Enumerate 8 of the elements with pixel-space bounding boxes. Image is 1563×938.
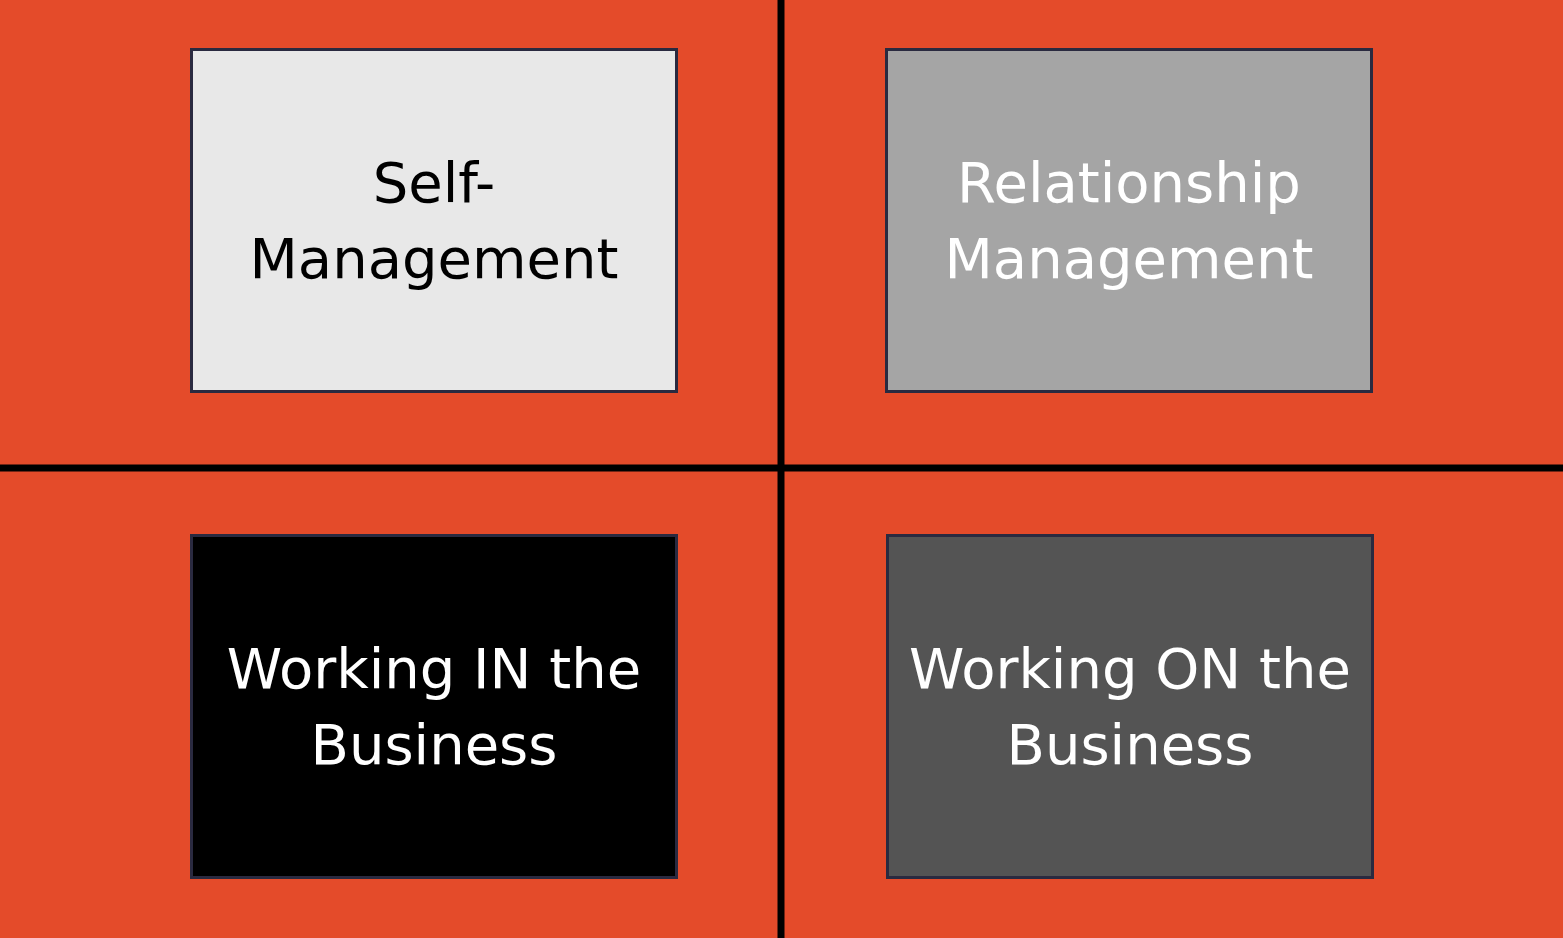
quadrant-label: Self-Management xyxy=(248,148,620,293)
quadrant-box xyxy=(190,534,678,879)
quadrant-box xyxy=(886,534,1374,879)
quadrant-label: Working ON the Business xyxy=(908,634,1352,779)
quadrant-box xyxy=(190,48,678,393)
quadrant-label: Working IN the Business xyxy=(225,634,643,779)
quadrant-box xyxy=(885,48,1373,393)
quadrant-label: Relationship Management xyxy=(943,148,1315,293)
